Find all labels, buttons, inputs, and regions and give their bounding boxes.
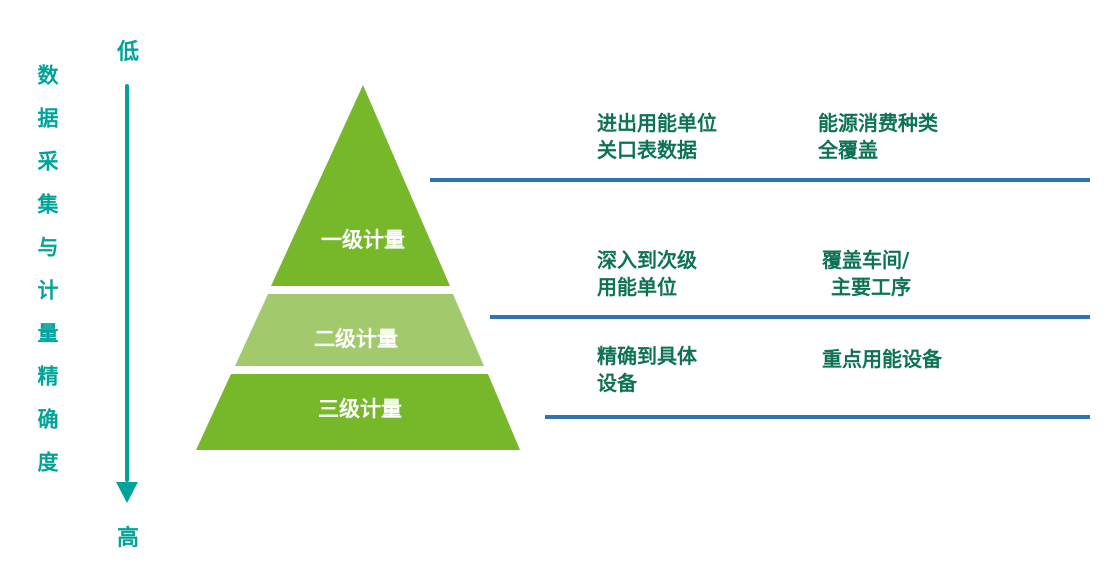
annotation-text: 用能单位 bbox=[597, 275, 677, 299]
row1-underline bbox=[430, 178, 1090, 182]
annotation-row3-col2: 重点用能设备 bbox=[822, 346, 942, 373]
annotation-row3-col1: 精确到具体 设备 bbox=[597, 343, 697, 397]
pyramid-level-2-label: 二级计量 bbox=[314, 327, 398, 351]
axis-low-label: 低 bbox=[116, 40, 139, 65]
annotation-text: 精确到具体 bbox=[597, 344, 697, 368]
annotation-row2-col1: 深入到次级 用能单位 bbox=[597, 247, 697, 301]
axis-vertical-title: 数据采集与计量精确度 bbox=[35, 64, 59, 494]
annotation-row1-col1: 进出用能单位 关口表数据 bbox=[597, 110, 717, 164]
annotation-text: 关口表数据 bbox=[597, 138, 697, 162]
annotation-text: 进出用能单位 bbox=[597, 111, 717, 135]
annotation-text: 深入到次级 bbox=[597, 248, 697, 272]
annotation-text: 设备 bbox=[597, 371, 637, 395]
row2-underline bbox=[490, 315, 1090, 319]
row3-underline bbox=[545, 415, 1090, 419]
annotation-text: 覆盖车间/ bbox=[822, 248, 910, 272]
annotation-text: 全覆盖 bbox=[818, 138, 878, 162]
annotation-row2-col2: 覆盖车间/ 主要工序 bbox=[822, 247, 911, 301]
axis-arrow-line bbox=[125, 84, 129, 482]
axis-arrowhead-icon bbox=[116, 482, 138, 503]
annotation-row1-col2: 能源消费种类 全覆盖 bbox=[818, 110, 938, 164]
annotation-text: 能源消费种类 bbox=[818, 111, 938, 135]
pyramid-level-1-shape bbox=[271, 85, 450, 286]
annotation-text: 主要工序 bbox=[831, 275, 911, 299]
annotation-text: 重点用能设备 bbox=[822, 347, 942, 371]
axis-high-label: 高 bbox=[116, 526, 139, 551]
pyramid-level-1-label: 一级计量 bbox=[321, 228, 405, 252]
pyramid-level-3-label: 三级计量 bbox=[318, 397, 402, 421]
